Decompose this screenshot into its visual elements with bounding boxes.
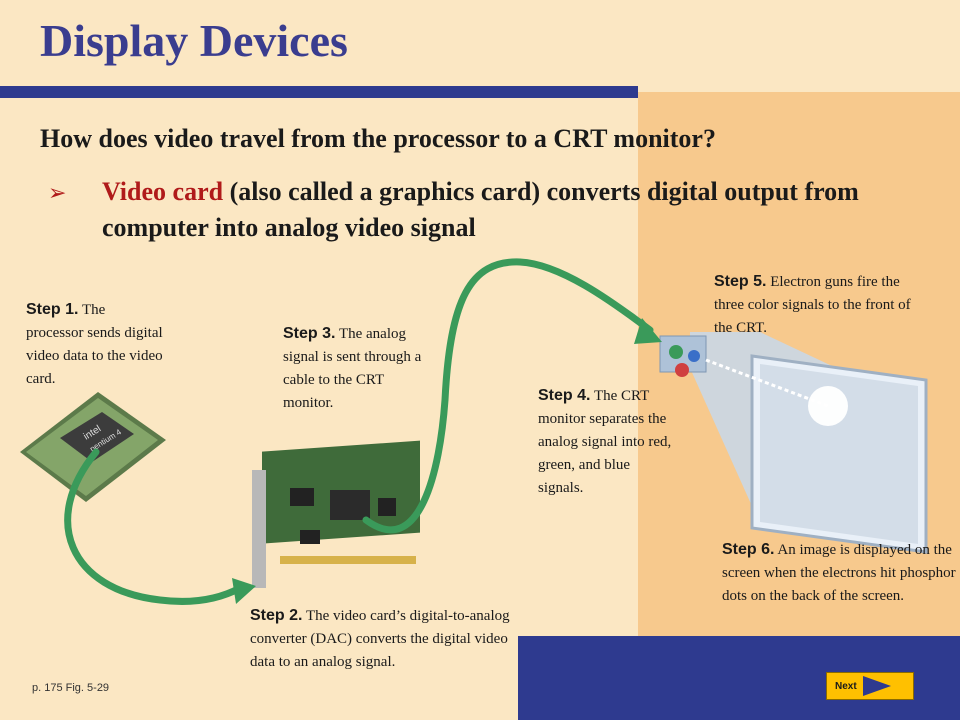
title-underline-bar — [0, 86, 638, 98]
arrowhead-icon — [634, 318, 662, 344]
bullet-highlight: Video card — [102, 177, 224, 206]
page-title: Display Devices — [40, 15, 348, 66]
crt-monitor-image — [659, 332, 928, 554]
step-3-caption: Step 3. The analog signal is sent throug… — [283, 325, 422, 411]
figure-reference: p. 175 Fig. 5-29 — [32, 682, 110, 694]
next-label: Next — [835, 681, 857, 692]
next-button[interactable]: Next — [826, 672, 914, 700]
bullet-text: Video card (also called a graphics card)… — [102, 174, 902, 246]
processor-chip-image: intel pentium 4 — [20, 392, 166, 502]
red-gun-icon — [675, 363, 689, 377]
flow-arrow-2 — [362, 258, 654, 534]
play-arrow-icon — [863, 676, 891, 696]
video-card-image — [252, 440, 420, 588]
step-5-caption: Step 5. Electron guns fire the three col… — [714, 273, 911, 336]
step-1-caption: Step 1. The processor sends digital vide… — [26, 301, 163, 387]
green-gun-icon — [669, 345, 683, 359]
bullet-rest: (also called a graphics card) converts d… — [102, 177, 859, 242]
flow-arrows — [64, 258, 654, 605]
flow-arrow-1 — [64, 448, 244, 605]
step-6-caption: Step 6. An image is displayed on the scr… — [722, 541, 956, 604]
step-4-caption: Step 4. The CRT monitor separates the an… — [538, 387, 672, 496]
step-2-caption: Step 2. The video card’s digital-to-anal… — [250, 607, 510, 670]
arrow-right-icon: ➢ — [48, 180, 67, 205]
arrowhead-icon — [232, 578, 256, 604]
blue-gun-icon — [688, 350, 700, 362]
question-heading: How does video travel from the processor… — [40, 124, 716, 153]
